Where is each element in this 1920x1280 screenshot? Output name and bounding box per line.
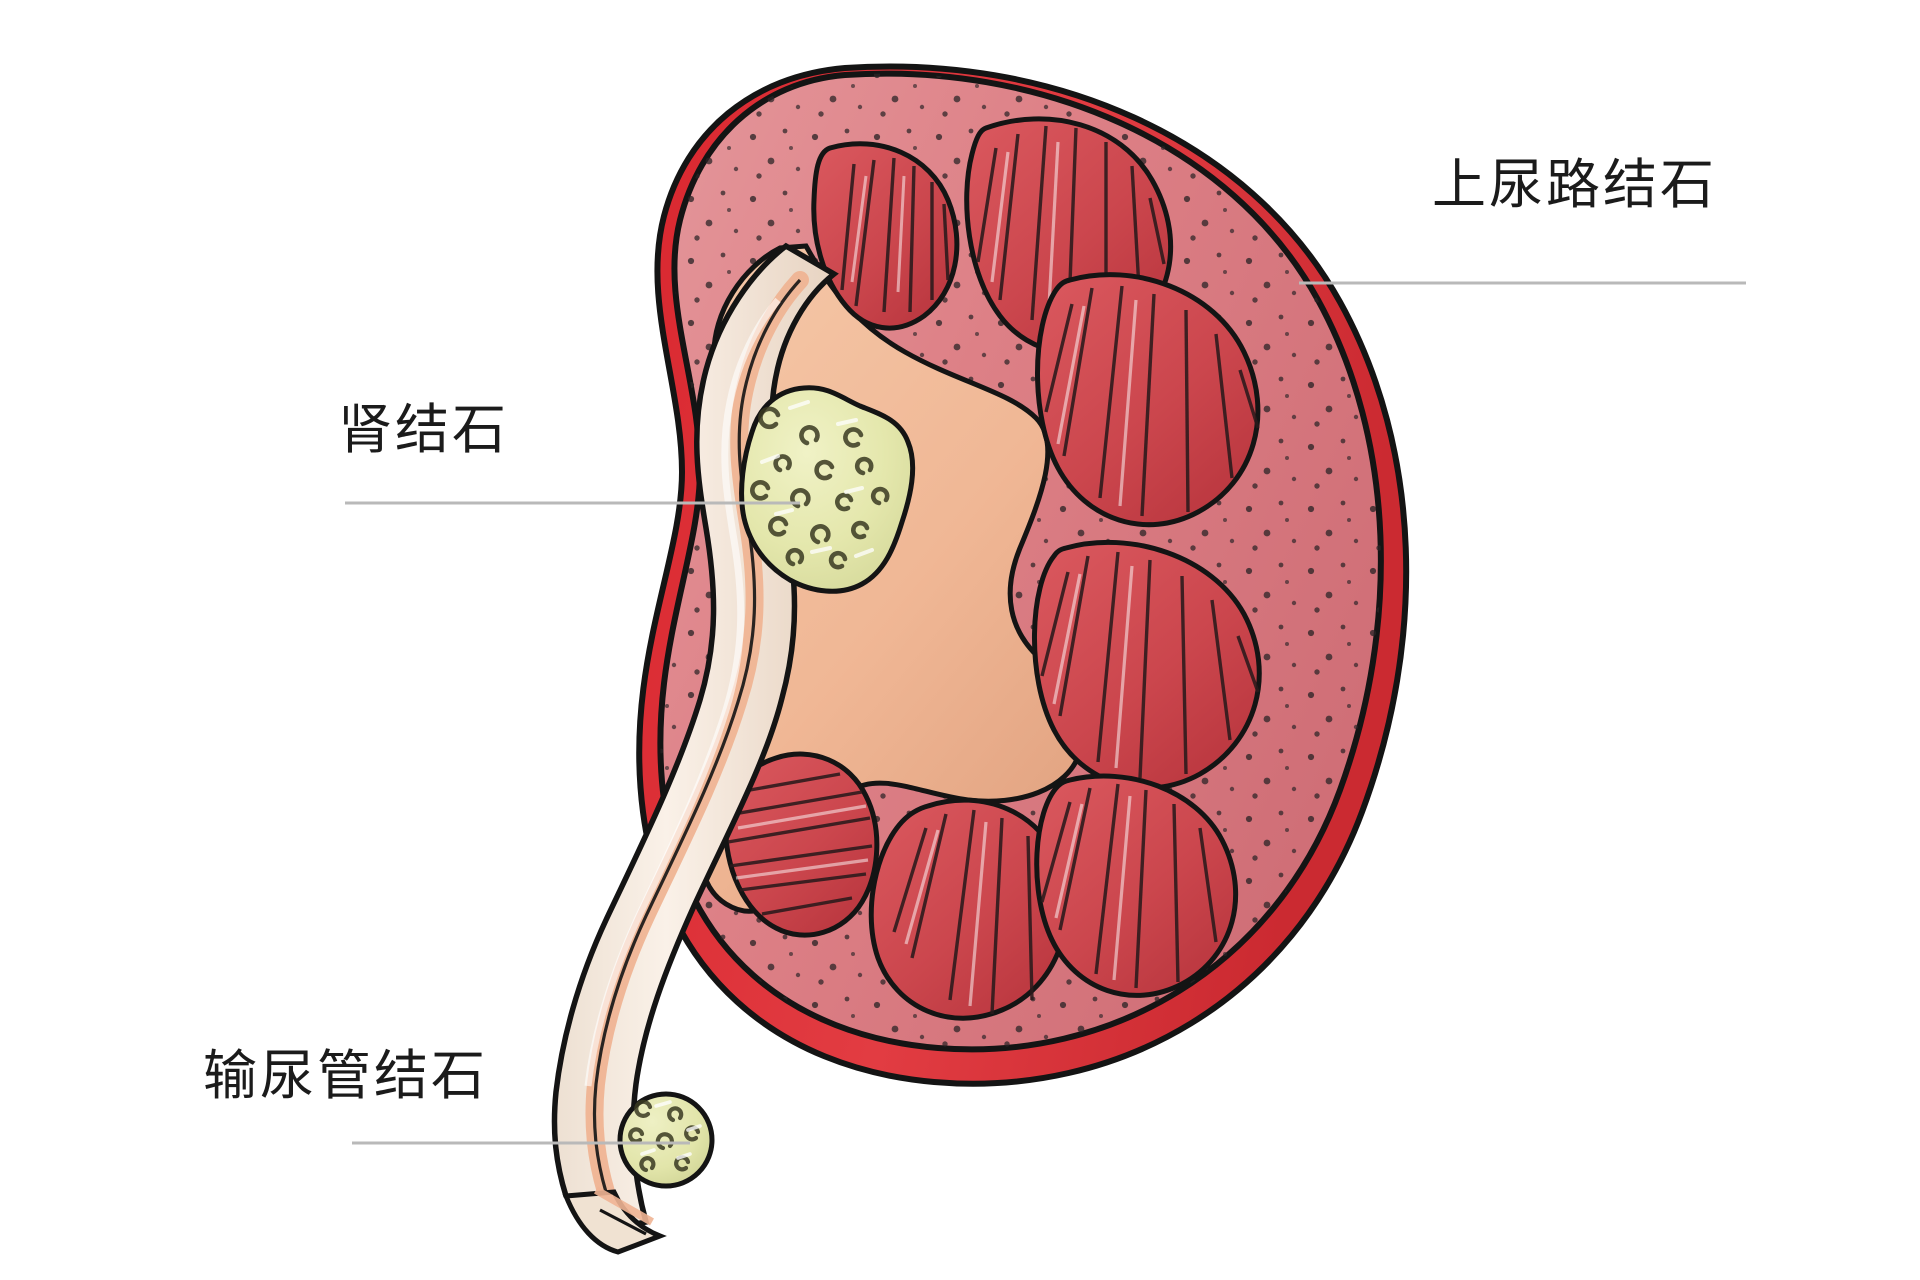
kidney-stone-object	[739, 385, 916, 594]
renal-pyramid-4	[1032, 539, 1262, 791]
ureteral-stone-object	[617, 1091, 715, 1189]
label-upper-urinary-tract-stone: 上尿路结石	[1432, 153, 1717, 216]
renal-pyramid-3	[1035, 272, 1261, 528]
label-kidney-stone: 肾结石	[338, 398, 509, 461]
renal-pyramid-1	[811, 141, 960, 331]
renal-pyramid-7	[1034, 773, 1239, 998]
leader-lines	[345, 281, 1746, 1145]
label-ureteral-stone: 输尿管结石	[203, 1044, 488, 1107]
ureter-distal-end	[562, 1186, 667, 1255]
renal-pyramids	[723, 116, 1262, 1021]
